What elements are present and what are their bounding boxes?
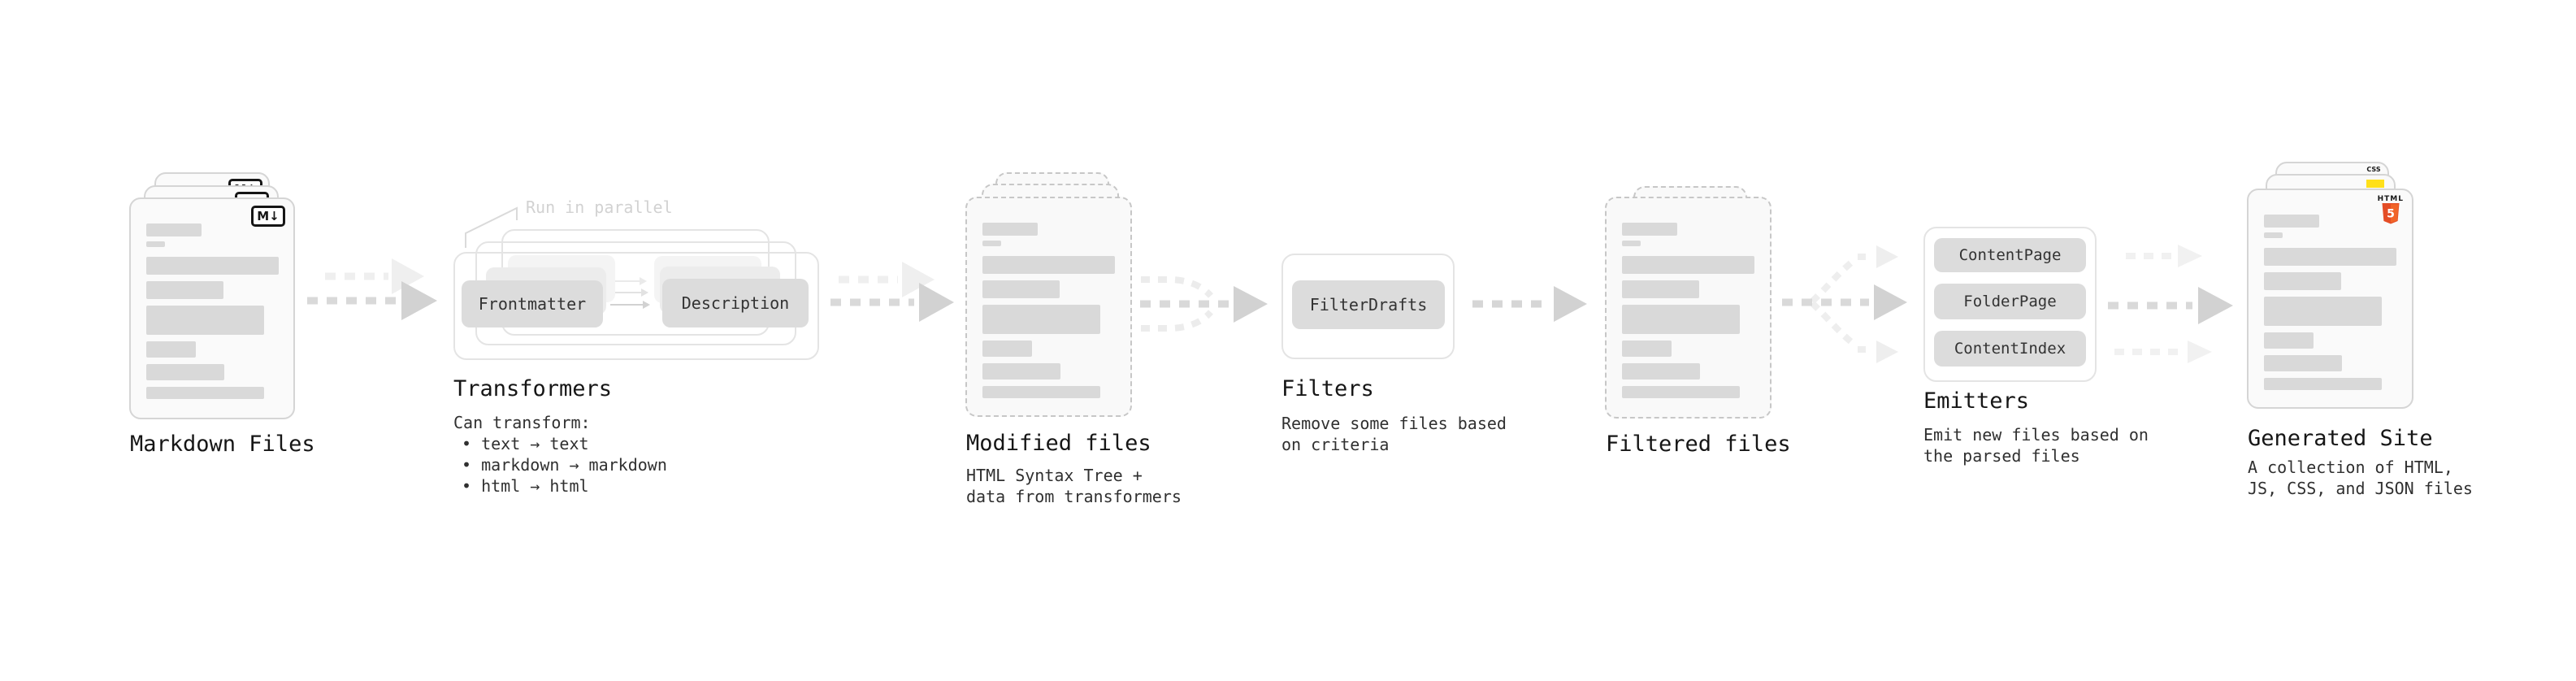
transformers-label: Transformers [453,376,613,401]
placeholder-text-bar [2264,378,2382,390]
arrow-frontmatter-to-description [610,277,650,309]
modified-files-label: Modified files [966,431,1151,456]
arrow-markdown-to-transformers [307,258,437,320]
html5-icon-label: HTML [2377,195,2404,203]
placeholder-text-bar [982,223,1038,236]
filters-description-line: on criteria [1281,435,1390,454]
css-icon-label: CSS [2366,166,2381,173]
run-in-parallel-leader-line [465,206,518,248]
placeholder-text-bar [146,364,224,380]
filters-label: Filters [1281,376,1374,401]
generated-document-html: HTML 5 [2247,189,2413,409]
generated-site-description-line: A collection of HTML, [2248,458,2453,477]
modified-files-description-line: HTML Syntax Tree + [966,466,1143,485]
placeholder-text-bar [146,281,223,299]
placeholder-text-bar [982,256,1115,274]
markdown-file-icon: M↓ [251,206,285,227]
placeholder-text-bar [2264,248,2396,266]
modified-files-description: HTML Syntax Tree + data from transformer… [966,465,1182,507]
description-box: Description [662,279,809,327]
emitters-description-line: the parsed files [1923,446,2080,466]
contentindex-box: ContentIndex [1934,331,2086,367]
placeholder-text-bar [982,386,1100,398]
placeholder-text-bar [982,340,1032,357]
filters-panel [1281,254,1455,359]
arrow-modified-to-filters-merge [1140,276,1268,332]
modified-files-description-line: data from transformers [966,487,1182,506]
generated-site-label: Generated Site [2248,426,2433,451]
placeholder-text-bar [1622,305,1740,334]
frontmatter-box: Frontmatter [462,280,603,327]
transformer-run-outline-front [453,252,819,360]
emitters-description-line: Emit new files based on [1923,425,2149,445]
filtered-document-front [1605,197,1772,419]
placeholder-text-bar [1622,223,1677,236]
transformers-description: Can transform: • text → text • markdown … [453,412,667,497]
placeholder-text-bar [2264,272,2341,290]
generated-site-description: A collection of HTML, JS, CSS, and JSON … [2248,457,2473,499]
transformers-bullet: • markdown → markdown [462,455,667,475]
filterdrafts-box: FilterDrafts [1292,280,1445,329]
arrow-filtered-to-emitters-fanout [1782,245,1907,363]
modified-document-front [965,197,1132,417]
placeholder-text-bar [1622,386,1740,398]
run-in-parallel-note: Run in parallel [526,197,673,217]
transformers-bullet: • html → html [462,476,589,496]
markdown-files-label: Markdown Files [130,432,315,457]
html5-shield: 5 [2382,203,2400,224]
placeholder-text-bar [982,280,1060,298]
placeholder-text-bar [146,341,196,358]
transformers-intro: Can transform: [453,413,591,432]
generated-site-description-line: JS, CSS, and JSON files [2248,479,2473,498]
placeholder-text-bar [982,363,1060,380]
html5-icon-digit: 5 [2387,208,2395,221]
emitters-panel [1923,227,2097,382]
arrow-filters-to-filtered [1472,286,1587,322]
placeholder-text-bar [1622,280,1699,298]
filters-description: Remove some files based on criteria [1281,413,1507,455]
arrow-emitters-to-generated [2108,245,2233,363]
emitters-description: Emit new files based on the parsed files [1923,424,2149,466]
placeholder-text-bar [2264,332,2314,349]
js-file-icon [2366,180,2384,188]
placeholder-text-bar [1622,340,1672,357]
folderpage-box: FolderPage [1934,284,2086,319]
transformers-bullet: • text → text [462,434,589,453]
placeholder-text-bar [2264,297,2382,326]
emitters-label: Emitters [1923,388,2030,414]
filters-description-line: Remove some files based [1281,414,1507,433]
filtered-files-label: Filtered files [1606,432,1791,457]
placeholder-text-bar [1622,256,1754,274]
placeholder-text-bar [146,257,279,275]
placeholder-text-bar [982,241,1001,246]
placeholder-text-bar [982,305,1100,334]
placeholder-text-bar [2264,215,2319,228]
placeholder-text-bar [2264,355,2342,371]
markdown-document-front: M↓ [129,197,295,419]
placeholder-text-bar [146,306,264,335]
placeholder-text-bar [146,223,202,236]
placeholder-text-bar [146,241,165,247]
html5-file-icon: HTML 5 [2378,196,2404,224]
placeholder-text-bar [146,387,264,399]
arrow-transformers-to-modified [830,262,954,322]
placeholder-text-bar [1622,241,1641,246]
placeholder-text-bar [2264,232,2283,238]
contentpage-box: ContentPage [1934,238,2086,272]
placeholder-text-bar [1622,363,1700,380]
